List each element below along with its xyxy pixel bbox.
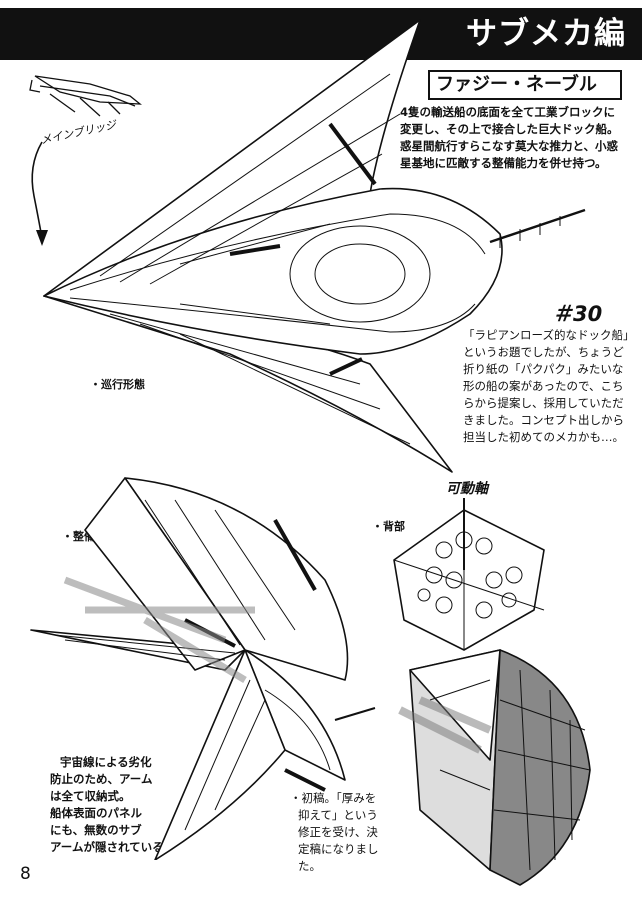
designer-note-line: 形の船の案があったので、こち <box>463 379 624 393</box>
side-note-line: 船体表面のパネル <box>50 806 142 820</box>
description-line: 惑星間航行すらこなす莫大な推力と、小惑 <box>400 139 619 153</box>
first-draft-illustration <box>398 649 591 886</box>
side-note-line: にも、無数のサブ <box>50 823 142 837</box>
episode-number: ＃30 <box>552 302 603 326</box>
draft-note-line: 抑えて」という <box>298 808 378 822</box>
cruise-form-illustration <box>43 19 586 473</box>
section-title: サブメカ編 <box>466 16 626 52</box>
side-note-line: 防止のため、アーム <box>50 772 153 786</box>
back-view-illustration <box>393 498 545 651</box>
header-band <box>0 8 642 60</box>
designer-note-line: らから提案し、採用していただ <box>463 396 624 410</box>
draft-note-line: た。 <box>298 859 321 873</box>
maintenance-form-illustration <box>30 477 376 860</box>
craft-name-frame <box>428 70 622 100</box>
main-bridge-sketch <box>29 75 142 246</box>
designer-note-line: きました。コンセプト出しから <box>463 413 624 427</box>
designer-note-line: 担当した初めてのメカかも…。 <box>463 430 624 444</box>
back-view-label: ・背部 <box>372 520 405 533</box>
side-note-line: は全て収納式。 <box>50 789 131 803</box>
craft-name: ファジー・ネーブル <box>436 74 597 95</box>
draft-note-line: 定稿になりまし <box>298 842 379 856</box>
designer-note-line: というお題でしたが、ちょうど <box>463 345 624 359</box>
draft-note-line: ・初稿。「厚みを <box>290 791 377 805</box>
page-number: 8 <box>20 864 31 884</box>
pivot-axis-label: 可動軸 <box>446 481 488 497</box>
description-line: 変更し、その上で接合した巨大ドック船。 <box>400 122 619 136</box>
side-note-line: アームが隠されている。 <box>50 840 176 854</box>
draft-note-line: 修正を受け、決 <box>298 825 378 839</box>
designer-note-line: 「ラピアンローズ的なドック船」 <box>463 328 635 342</box>
description-line: 4隻の輸送船の底面を全て工業ブロックに <box>400 105 615 119</box>
description-line: 星基地に匹敵する整備能力を併せ持つ。 <box>400 156 607 170</box>
cruise-form-label: ・巡行形態 <box>90 378 145 391</box>
designer-note-line: 折り紙の「パクパク」みたいな <box>463 362 624 376</box>
side-note-line: 宇宙線による劣化 <box>60 755 152 769</box>
